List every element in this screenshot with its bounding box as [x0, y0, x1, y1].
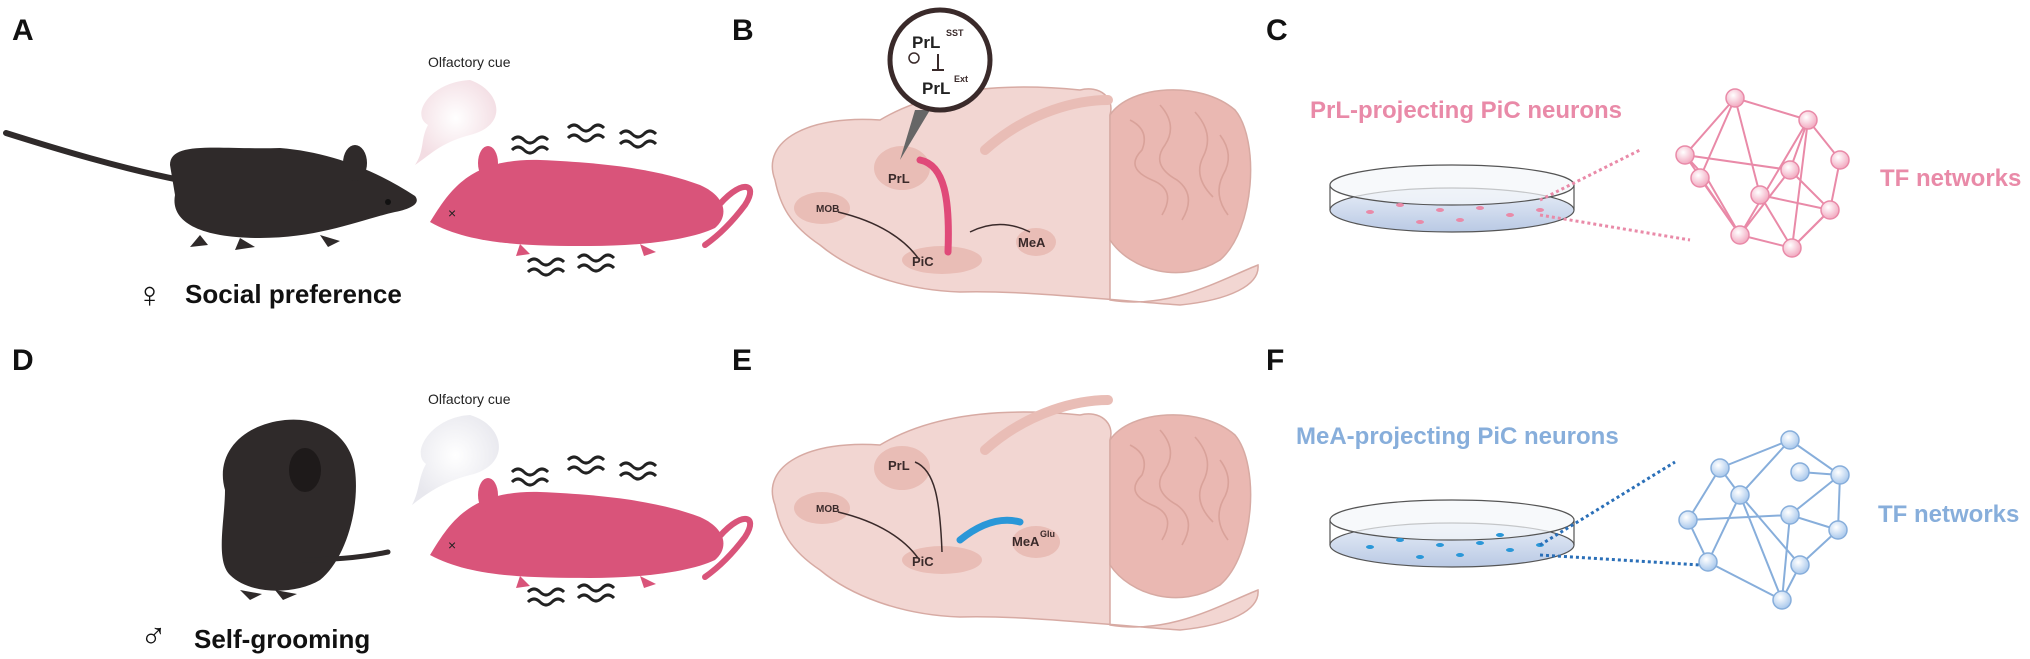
- panel-e: E MOB PrL PiC MeA Glu: [732, 344, 1259, 631]
- behavior-label-a: Social preference: [185, 279, 402, 309]
- panel-f: F MeA-projecting PiC neurons TF networks: [1266, 344, 2019, 610]
- odor-cloud-icon-d: [412, 415, 499, 505]
- region-prl-e: PrL: [888, 458, 910, 473]
- panel-b: B MOB PrL PiC MeA: [732, 7, 1259, 306]
- tf-network-label-c: TF networks: [1880, 165, 2021, 192]
- grooming-mouse-icon: [221, 419, 391, 600]
- inset-ext-sup: Ext: [954, 74, 968, 84]
- region-mea-e: MeA: [1012, 534, 1040, 549]
- motion-marks-icon-d: [510, 455, 658, 607]
- male-symbol-icon: ♂: [140, 615, 167, 656]
- olfactory-cue-label-a: Olfactory cue: [428, 54, 511, 70]
- culture-dish-c: [1329, 164, 1575, 233]
- female-mouse-icon: [3, 130, 417, 250]
- tf-network-label-f: TF networks: [1878, 501, 2019, 528]
- pink-stimulus-mouse-icon: ×: [430, 146, 754, 256]
- svg-text:×: ×: [448, 205, 456, 221]
- panel-d: D Olfactory cue × ♂ Self-grooming: [12, 344, 754, 656]
- female-symbol-icon: ♀: [136, 274, 163, 315]
- motion-marks-icon: [510, 123, 658, 277]
- odor-cloud-icon: [415, 80, 497, 165]
- panel-letter-f: F: [1266, 344, 1284, 377]
- region-mob-e: MOB: [816, 504, 839, 515]
- prl-inset-magnifier: PrL SST PrL Ext: [887, 7, 993, 160]
- tf-network-f: [1686, 438, 1842, 602]
- tf-nodes-f: [1678, 430, 1850, 610]
- brain-sagittal-e: MOB PrL PiC MeA Glu: [771, 395, 1259, 631]
- region-prl-b: PrL: [888, 171, 910, 186]
- inset-prl-top: PrL: [912, 33, 940, 52]
- region-mea-glu-sup: Glu: [1040, 529, 1055, 539]
- inset-sst-sup: SST: [946, 28, 964, 38]
- panel-a: A Olfactory cue × ♀ Social prefere: [3, 14, 754, 315]
- tf-nodes-c: [1675, 88, 1850, 258]
- title-f: MeA-projecting PiC neurons: [1296, 423, 1619, 450]
- panel-letter-a: A: [12, 14, 34, 47]
- panel-c: C PrL-projecting PiC neurons TF network: [1266, 14, 2021, 258]
- behavior-label-d: Self-grooming: [194, 624, 370, 654]
- panel-letter-c: C: [1266, 14, 1288, 47]
- inset-prl-bottom: PrL: [922, 79, 950, 98]
- region-mob-b: MOB: [816, 204, 839, 215]
- olfactory-cue-label-d: Olfactory cue: [428, 391, 511, 407]
- culture-dish-f: [1329, 499, 1575, 568]
- svg-text:×: ×: [448, 537, 456, 553]
- region-pic-e: PiC: [912, 554, 934, 569]
- title-c: PrL-projecting PiC neurons: [1310, 97, 1622, 124]
- brain-sagittal-b: MOB PrL PiC MeA: [771, 86, 1259, 306]
- panel-letter-e: E: [732, 344, 752, 377]
- region-pic-b: PiC: [912, 254, 934, 269]
- panel-letter-d: D: [12, 344, 34, 377]
- region-mea-b: MeA: [1018, 235, 1046, 250]
- panel-letter-b: B: [732, 14, 754, 47]
- pink-stimulus-mouse-icon-d: ×: [430, 478, 754, 588]
